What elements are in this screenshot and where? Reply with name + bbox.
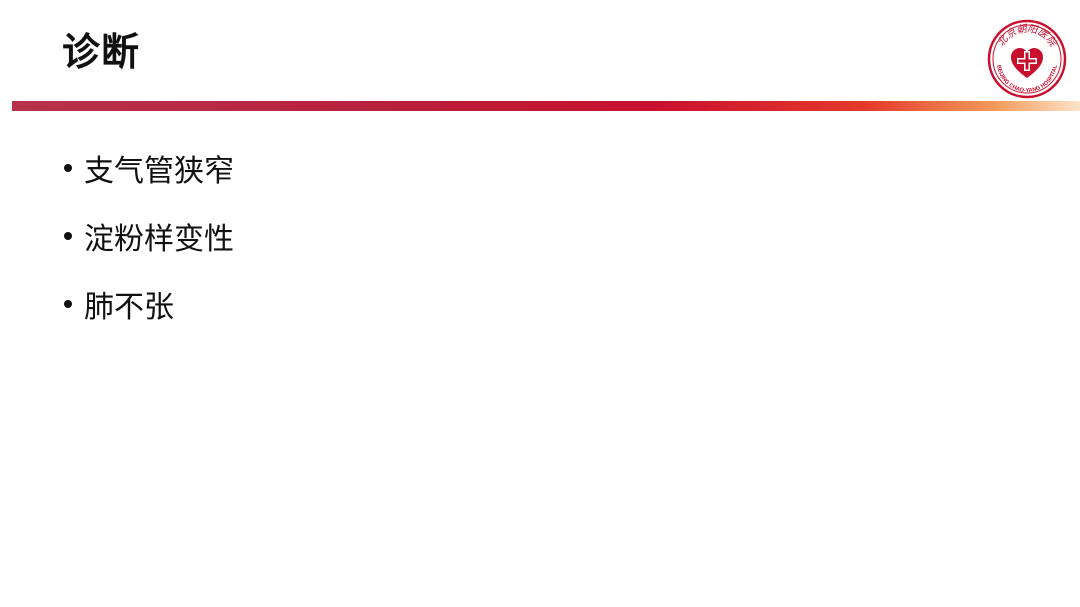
slide-title: 诊断 bbox=[62, 30, 141, 74]
hospital-seal-icon: 北京朝阳医院 BEIJING CHAO-YANG HOSPITAL bbox=[987, 19, 1067, 99]
list-item: 肺不张 bbox=[62, 282, 234, 326]
bullet-text: 支气管狭窄 bbox=[84, 154, 234, 189]
bullet-dot-icon bbox=[64, 232, 72, 240]
logo-text-top: 北京朝阳医院 bbox=[995, 22, 1060, 50]
list-item: 支气管狭窄 bbox=[62, 146, 234, 190]
title-divider-bar bbox=[12, 101, 1080, 111]
bullet-list: 支气管狭窄 淀粉样变性 肺不张 bbox=[62, 146, 234, 350]
hospital-logo: 北京朝阳医院 BEIJING CHAO-YANG HOSPITAL bbox=[986, 18, 1068, 100]
bullet-dot-icon bbox=[64, 300, 72, 308]
bullet-dot-icon bbox=[64, 164, 72, 172]
bullet-text: 淀粉样变性 bbox=[84, 222, 234, 257]
heart-cross-icon bbox=[1011, 48, 1043, 78]
list-item: 淀粉样变性 bbox=[62, 214, 234, 258]
bullet-text: 肺不张 bbox=[84, 290, 174, 325]
